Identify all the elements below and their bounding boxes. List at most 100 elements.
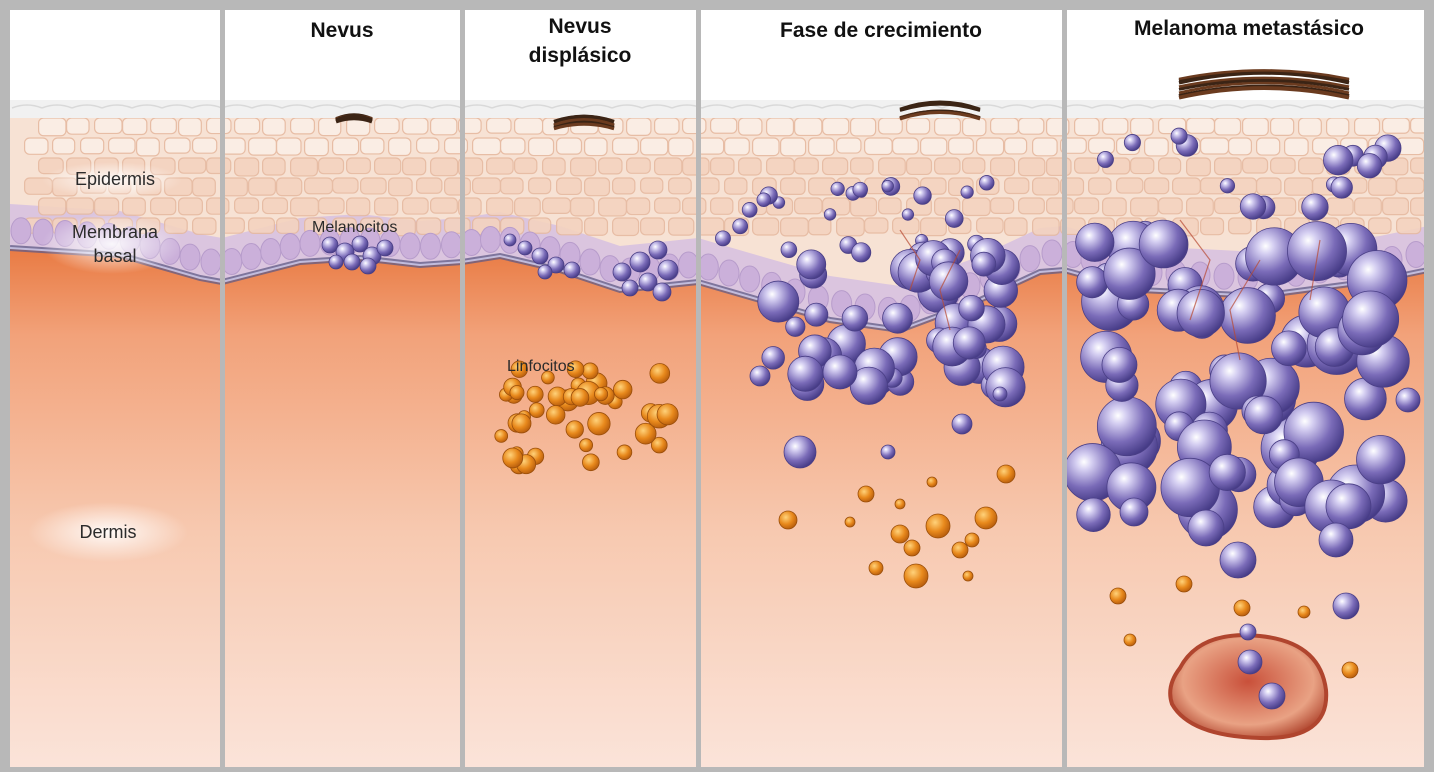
melanocyte: [613, 263, 631, 281]
panel-divider: [1062, 10, 1067, 772]
epidermal-cell: [1215, 118, 1241, 135]
epidermal-cell: [963, 118, 986, 136]
lymphocyte: [975, 507, 997, 529]
epidermal-cell: [1187, 118, 1215, 133]
epidermal-cell: [599, 198, 627, 216]
epidermal-cell: [403, 118, 428, 134]
epidermal-cell: [1019, 118, 1044, 134]
epidermal-cell: [207, 198, 229, 214]
epidermal-cell: [291, 118, 315, 134]
epidermal-cell: [1355, 198, 1382, 215]
melanocyte: [733, 219, 748, 234]
epidermal-cell: [95, 198, 119, 215]
epidermal-cell: [53, 138, 75, 154]
melanocyte: [1343, 291, 1399, 347]
epidermal-cell: [613, 178, 635, 194]
epidermal-cell: [949, 138, 974, 154]
epidermal-cell: [431, 158, 458, 176]
epidermal-cell: [921, 138, 947, 155]
epidermal-cell: [1383, 118, 1410, 133]
epidermal-cell: [1187, 198, 1214, 216]
melanocyte: [1333, 593, 1359, 619]
melanocyte: [961, 186, 973, 198]
lymphocyte: [582, 363, 598, 379]
epidermal-cell: [963, 158, 985, 173]
basal-cell: [421, 233, 441, 259]
epidermal-cell: [375, 198, 398, 215]
melanocyte: [805, 303, 828, 326]
epidermal-cell: [193, 178, 216, 196]
epidermal-cell: [333, 138, 359, 155]
melanocyte: [658, 260, 678, 280]
basal-cell: [698, 254, 718, 280]
epidermal-cell: [151, 118, 177, 134]
lymphocyte: [580, 439, 593, 452]
epidermal-cell: [1271, 158, 1295, 173]
melanocyte: [1245, 396, 1283, 434]
melanocyte: [1240, 194, 1265, 219]
epidermal-cell: [277, 218, 299, 233]
melanocyte: [882, 180, 894, 192]
melanocyte: [1220, 179, 1234, 193]
melanocyte: [993, 387, 1007, 401]
epidermal-cell: [1201, 138, 1229, 154]
melanocyte: [986, 368, 1025, 407]
melanocyte: [1124, 134, 1140, 150]
epidermal-cell: [655, 158, 682, 175]
melanocyte: [377, 240, 393, 256]
epidermal-cell: [151, 198, 176, 215]
epidermal-cell: [823, 118, 849, 135]
basal-cell: [241, 244, 261, 270]
epidermal-cell: [837, 138, 861, 153]
lymphocyte: [495, 430, 508, 443]
melanocyte: [852, 243, 871, 262]
melanocyte: [959, 295, 985, 321]
epidermal-cell: [1327, 118, 1349, 136]
epidermal-cell: [179, 198, 203, 215]
epidermal-cell: [67, 198, 94, 214]
epidermal-cell: [683, 158, 709, 175]
lymphocyte: [997, 465, 1015, 483]
epidermal-cell: [1397, 178, 1424, 194]
lymphocyte: [891, 525, 909, 543]
epidermal-cell: [641, 218, 665, 235]
epidermal-cell: [1159, 158, 1181, 174]
lymphocyte: [527, 386, 543, 402]
epidermal-cell: [1019, 158, 1045, 176]
melanocyte: [518, 241, 532, 255]
epidermal-cell: [361, 138, 384, 154]
epidermal-cell: [851, 118, 876, 136]
epidermal-cell: [585, 218, 608, 235]
epidermal-cell: [473, 138, 501, 155]
epidermal-cell: [1369, 178, 1396, 195]
epidermal-cell: [641, 138, 668, 155]
melanocytes-label: Melanocitos: [312, 219, 397, 237]
epidermal-cell: [235, 118, 260, 134]
melanocyte: [1102, 347, 1137, 382]
melanocyte: [532, 248, 548, 264]
epidermal-cell: [865, 138, 893, 155]
epidermal-cell: [907, 158, 932, 174]
basal-cell: [1406, 242, 1426, 268]
lymphocyte: [582, 454, 599, 471]
melanocyte: [564, 262, 580, 278]
melanocyte: [883, 303, 913, 333]
epidermal-cell: [431, 198, 458, 213]
melanocyte: [1287, 222, 1346, 281]
lymphocyte: [1342, 662, 1358, 678]
epidermal-cell: [25, 138, 48, 154]
lymphocyte: [845, 517, 855, 527]
epidermal-cell: [907, 118, 930, 134]
epidermal-cell: [585, 178, 610, 196]
epidermal-cell: [95, 118, 122, 133]
epidermal-cell: [417, 178, 442, 193]
melanocyte: [538, 265, 552, 279]
melanocyte: [929, 262, 968, 301]
lymphocyte: [1176, 576, 1192, 592]
epidermal-cell: [137, 138, 160, 156]
epidermal-cell: [1243, 158, 1268, 173]
basal-membrane-label-line1: Membrana: [20, 221, 210, 243]
epidermal-cell: [1187, 158, 1211, 176]
epidermal-cell: [1005, 138, 1027, 154]
